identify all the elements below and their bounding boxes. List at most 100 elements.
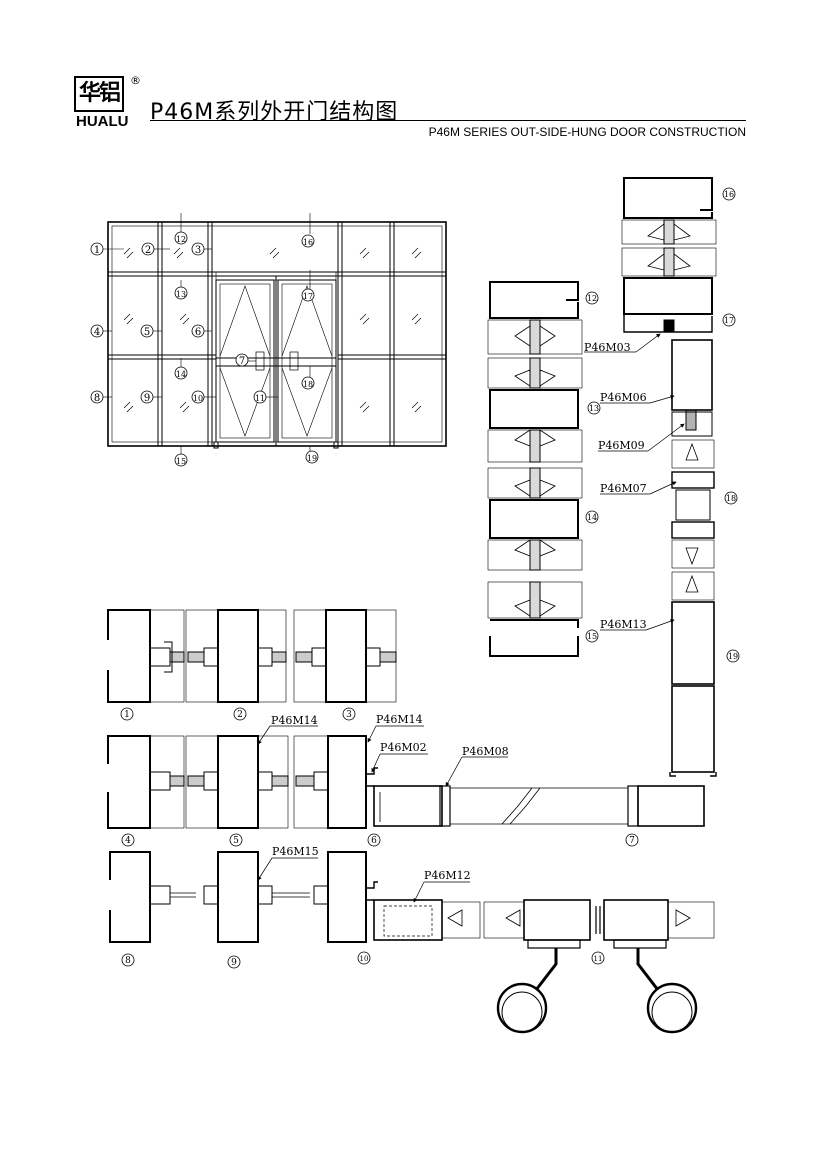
svg-text:3: 3 bbox=[195, 245, 201, 256]
callout-s13: 13 bbox=[587, 401, 601, 415]
svg-text:14: 14 bbox=[587, 513, 597, 522]
svg-text:16: 16 bbox=[724, 190, 734, 199]
horizontal-sections-row2 bbox=[107, 735, 705, 829]
svg-text:10: 10 bbox=[193, 394, 203, 403]
svg-text:7: 7 bbox=[239, 356, 245, 367]
svg-text:9: 9 bbox=[144, 393, 150, 404]
callout-10: 10 bbox=[191, 390, 205, 404]
callout-s12: 12 bbox=[585, 291, 599, 305]
svg-text:19: 19 bbox=[307, 454, 317, 463]
page-title-en: P46M SERIES OUT-SIDE-HUNG DOOR CONSTRUCT… bbox=[428, 125, 746, 139]
svg-text:13: 13 bbox=[589, 404, 599, 413]
callout-3: 3 bbox=[191, 242, 205, 256]
logo-mark: 华铝 bbox=[74, 76, 124, 112]
callout-15: 15 bbox=[174, 453, 188, 467]
callout-text: 1 bbox=[94, 245, 100, 256]
callout-s19: 19 bbox=[726, 649, 740, 663]
callout-8: 8 bbox=[90, 390, 104, 404]
code-p46m09: P46M09 bbox=[598, 439, 645, 452]
callout-11: 11 bbox=[253, 390, 267, 404]
logo-wordmark: HUALU bbox=[76, 113, 129, 130]
vertical-sections-right bbox=[621, 177, 717, 777]
callout-h5: 5 bbox=[229, 833, 243, 847]
callout-s15: 15 bbox=[585, 629, 599, 643]
callout-18: 18 bbox=[301, 376, 315, 390]
callout-7: 7 bbox=[235, 353, 249, 367]
callout-h8: 8 bbox=[121, 953, 135, 967]
code-p46m12: P46M12 bbox=[424, 869, 471, 882]
svg-text:18: 18 bbox=[303, 380, 313, 389]
svg-text:2: 2 bbox=[237, 710, 243, 720]
callout-6: 6 bbox=[191, 324, 205, 338]
door-elevation bbox=[103, 213, 447, 454]
svg-text:5: 5 bbox=[144, 327, 150, 338]
code-p46m13: P46M13 bbox=[600, 618, 647, 631]
callout-16: 16 bbox=[301, 234, 315, 248]
registered-mark: ® bbox=[130, 74, 141, 87]
callout-h9: 9 bbox=[227, 955, 241, 969]
svg-text:13: 13 bbox=[176, 290, 186, 299]
vertical-section-callouts: 12 13 14 15 bbox=[585, 291, 601, 643]
horizontal-sections-row1 bbox=[107, 609, 397, 703]
svg-text:12: 12 bbox=[176, 235, 186, 244]
svg-text:18: 18 bbox=[726, 494, 736, 503]
code-p46m08: P46M08 bbox=[462, 745, 509, 758]
callout-9: 9 bbox=[140, 390, 154, 404]
svg-text:12: 12 bbox=[587, 294, 597, 303]
svg-text:5: 5 bbox=[233, 836, 239, 846]
callout-5: 5 bbox=[140, 324, 154, 338]
callout-1: 1 bbox=[90, 242, 104, 256]
callout-s18: 18 bbox=[724, 491, 738, 505]
title-rule bbox=[150, 120, 746, 121]
profile-leaders-right bbox=[584, 333, 685, 631]
svg-text:16: 16 bbox=[303, 238, 313, 247]
callout-s16: 16 bbox=[722, 187, 736, 201]
svg-text:2: 2 bbox=[145, 245, 151, 256]
callout-12: 12 bbox=[174, 231, 188, 245]
callout-s14: 14 bbox=[585, 510, 599, 524]
callout-h2: 2 bbox=[233, 707, 247, 721]
code-p46m07: P46M07 bbox=[600, 482, 647, 495]
callout-h6: 6 bbox=[367, 833, 381, 847]
svg-text:6: 6 bbox=[195, 327, 201, 338]
callout-h7: 7 bbox=[625, 833, 639, 847]
svg-text:4: 4 bbox=[94, 327, 100, 338]
callout-17: 17 bbox=[301, 288, 315, 302]
hualu-logo: 华铝 ® HUALU bbox=[74, 74, 141, 132]
svg-text:3: 3 bbox=[346, 710, 352, 720]
code-p46m02: P46M02 bbox=[380, 741, 427, 754]
svg-text:8: 8 bbox=[125, 956, 131, 966]
svg-text:4: 4 bbox=[125, 836, 131, 846]
svg-text:15: 15 bbox=[176, 457, 186, 466]
callout-4: 4 bbox=[90, 324, 104, 338]
svg-text:14: 14 bbox=[176, 370, 186, 379]
horizontal-sections-row3 bbox=[109, 851, 715, 1034]
code-p46m03: P46M03 bbox=[584, 341, 631, 354]
svg-text:19: 19 bbox=[728, 652, 738, 661]
code-p46m14-b: P46M14 bbox=[376, 713, 423, 726]
callout-h3: 3 bbox=[342, 707, 356, 721]
callout-19: 19 bbox=[305, 450, 319, 464]
code-p46m06: P46M06 bbox=[600, 391, 647, 404]
svg-text:7: 7 bbox=[629, 836, 635, 846]
callout-13: 13 bbox=[174, 286, 188, 300]
svg-text:9: 9 bbox=[231, 958, 237, 968]
svg-text:10: 10 bbox=[360, 955, 369, 963]
svg-text:17: 17 bbox=[724, 316, 734, 325]
svg-text:11: 11 bbox=[255, 394, 265, 403]
svg-text:6: 6 bbox=[371, 836, 377, 846]
profile-leaders-bottom bbox=[257, 725, 508, 903]
svg-text:15: 15 bbox=[587, 632, 597, 641]
code-p46m15: P46M15 bbox=[272, 845, 319, 858]
callout-2: 2 bbox=[141, 242, 155, 256]
svg-text:11: 11 bbox=[594, 955, 603, 963]
vertical-sections-left bbox=[487, 281, 583, 657]
right-section-callouts: 16 17 18 19 bbox=[722, 187, 740, 663]
svg-text:8: 8 bbox=[94, 393, 100, 404]
callout-14: 14 bbox=[174, 366, 188, 380]
svg-text:17: 17 bbox=[303, 292, 313, 301]
callout-h1: 1 bbox=[120, 707, 134, 721]
callout-s17: 17 bbox=[722, 313, 736, 327]
profile-codes-bottom: P46M14 P46M14 P46M02 P46M08 P46M15 P46M1… bbox=[271, 713, 509, 882]
